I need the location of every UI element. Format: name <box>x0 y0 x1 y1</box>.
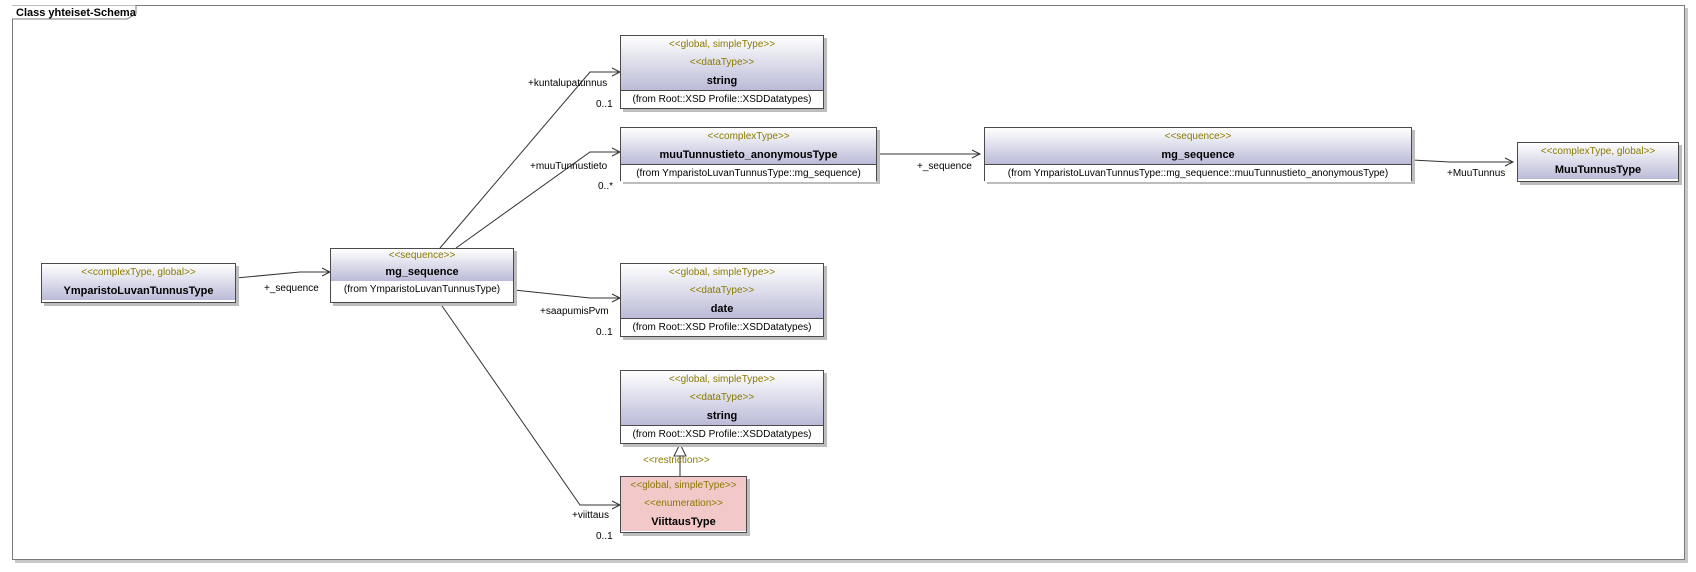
assoc-line-saapumispvm <box>513 289 620 299</box>
diagram-title: Class yhteiset-Schema <box>16 7 136 19</box>
stereotype: <<dataType>> <box>689 57 755 68</box>
stereotype: <<dataType>> <box>689 285 755 296</box>
multiplicity-viittaus: 0..1 <box>596 531 613 542</box>
stereotype: <<complexType, global>> <box>1540 146 1656 157</box>
stereotype: <<enumeration>> <box>644 498 723 509</box>
class-viittaustype[interactable]: <<global, simpleType>> <<enumeration>> V… <box>620 476 747 533</box>
multiplicity-muutunnustieto: 0..* <box>598 181 614 192</box>
class-name: ViittausType <box>651 516 716 528</box>
class-muutunnustype[interactable]: <<complexType, global>> MuuTunnusType <box>1517 142 1679 182</box>
stereotype: <<global, simpleType>> <box>668 267 776 278</box>
class-date[interactable]: <<global, simpleType>> <<dataType>> date… <box>620 263 824 337</box>
stereotype: <<complexType, global>> <box>81 267 196 278</box>
class-mg-sequence-2[interactable]: <<sequence>> mg_sequence (from Ymparisto… <box>984 127 1412 182</box>
stereotype: <<sequence>> <box>1164 131 1232 142</box>
stereotype: <<global, simpleType>> <box>668 39 776 50</box>
class-origin: (from Root::XSD Profile::XSDDatatypes) <box>621 90 823 108</box>
class-muutunnustieto-anonymoustype[interactable]: <<complexType>> muuTunnustieto_anonymous… <box>620 127 877 182</box>
class-origin: (from YmparistoLuvanTunnusType) <box>331 281 513 298</box>
class-name: MuuTunnusType <box>1554 164 1642 176</box>
assoc-line-muutunnustieto <box>455 151 620 249</box>
role-label-sequence-2: +_sequence <box>917 161 972 172</box>
assoc-arrow-muutunnus <box>1504 157 1515 167</box>
restriction-label: <<restriction>> <box>643 455 710 466</box>
role-label-sequence: +_sequence <box>264 283 319 294</box>
class-origin: (from YmparistoLuvanTunnusType::mg_seque… <box>985 164 1411 182</box>
class-name: mg_sequence <box>385 266 459 278</box>
assoc-line-sequence <box>235 271 330 279</box>
stereotype: <<complexType>> <box>707 131 790 142</box>
class-name: YmparistoLuvanTunnusType <box>63 285 214 297</box>
class-origin: (from Root::XSD Profile::XSDDatatypes) <box>621 425 823 443</box>
stereotype: <<global, simpleType>> <box>630 480 737 491</box>
diagram-frame <box>12 5 1685 560</box>
stereotype: <<sequence>> <box>388 250 456 261</box>
role-label-kuntalupatunnus: +kuntalupatunnus <box>528 78 608 89</box>
stereotype: <<dataType>> <box>689 392 755 403</box>
role-label-muutunnustieto: +muuTunnustieto <box>530 161 608 172</box>
class-name: string <box>706 410 738 422</box>
assoc-line-muutunnus <box>1411 159 1513 163</box>
class-origin: (from YmparistoLuvanTunnusType::mg_seque… <box>621 164 876 182</box>
class-name: date <box>710 303 734 315</box>
role-label-viittaus: +viittaus <box>572 510 609 521</box>
class-ymparistoluvantunnustype[interactable]: <<complexType, global>> YmparistoLuvanTu… <box>41 263 236 303</box>
assoc-line-viittaus <box>439 302 620 506</box>
class-name: mg_sequence <box>1161 149 1235 161</box>
restriction-arrowhead <box>673 442 687 457</box>
class-origin: (from Root::XSD Profile::XSDDatatypes) <box>621 318 823 336</box>
class-string-1[interactable]: <<global, simpleType>> <<dataType>> stri… <box>620 35 824 109</box>
assoc-arrow-sequence2 <box>971 149 982 159</box>
class-name: muuTunnustieto_anonymousType <box>659 149 838 161</box>
stereotype: <<global, simpleType>> <box>668 374 776 385</box>
frame-tab-shape <box>12 5 137 20</box>
multiplicity-kuntalupatunnus: 0..1 <box>596 99 613 110</box>
multiplicity-saapumispvm: 0..1 <box>596 327 613 338</box>
class-name: string <box>706 75 738 87</box>
role-label-saapumispvm: +saapumisPvm <box>540 306 609 317</box>
class-mg-sequence[interactable]: <<sequence>> mg_sequence (from Ymparisto… <box>330 248 514 303</box>
role-label-muutunnus: +MuuTunnus <box>1447 168 1506 179</box>
assoc-line-kuntalupatunnus <box>439 71 620 249</box>
class-string-2[interactable]: <<global, simpleType>> <<dataType>> stri… <box>620 370 824 444</box>
